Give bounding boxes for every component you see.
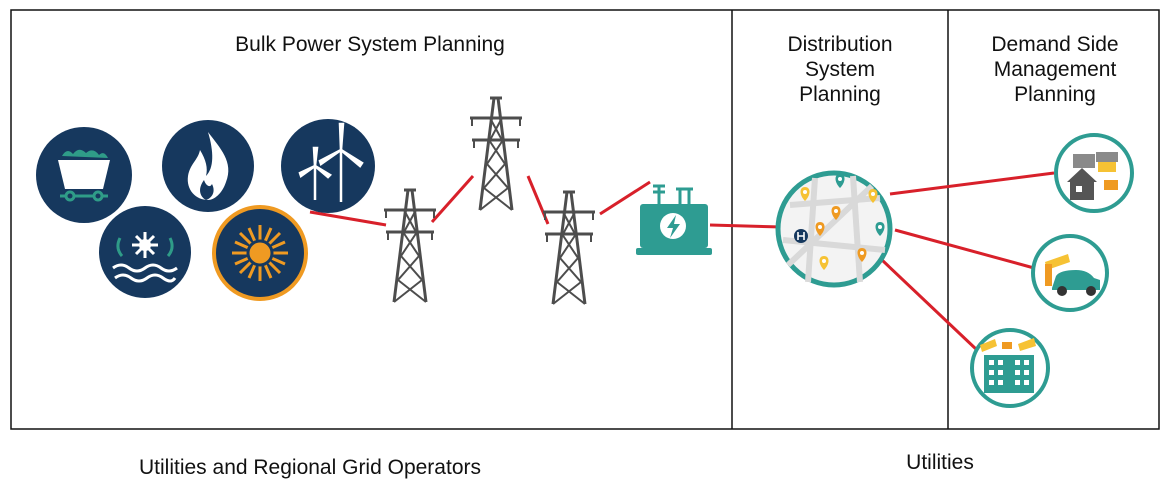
demand-side-title: Demand Side Management Planning: [991, 33, 1119, 106]
footer-right-label: Utilities: [906, 451, 974, 474]
ev-solar-carport-icon: [1031, 234, 1109, 312]
transmission-tower-icon: [468, 96, 524, 212]
city-map-icon: [775, 170, 893, 288]
footer-left-label: Utilities and Regional Grid Operators: [139, 456, 481, 479]
distribution-title: Distribution System Planning: [787, 33, 893, 106]
solar-sun-icon: [212, 205, 308, 301]
bulk-power-title: Bulk Power System Planning: [235, 33, 505, 56]
diagram-frame: [10, 9, 1160, 430]
wind-turbine-icon: [281, 119, 375, 213]
transmission-tower-icon: [382, 188, 438, 304]
transmission-tower-icon: [541, 190, 597, 306]
hydro-icon: [99, 206, 191, 298]
commercial-building-icon: [970, 328, 1050, 408]
houses-icon: [1054, 133, 1134, 213]
natural-gas-flame-icon: [162, 120, 254, 212]
connection-lines: [309, 171, 1055, 352]
transformer-icon: [636, 184, 712, 255]
coal-cart-icon: [36, 127, 132, 223]
